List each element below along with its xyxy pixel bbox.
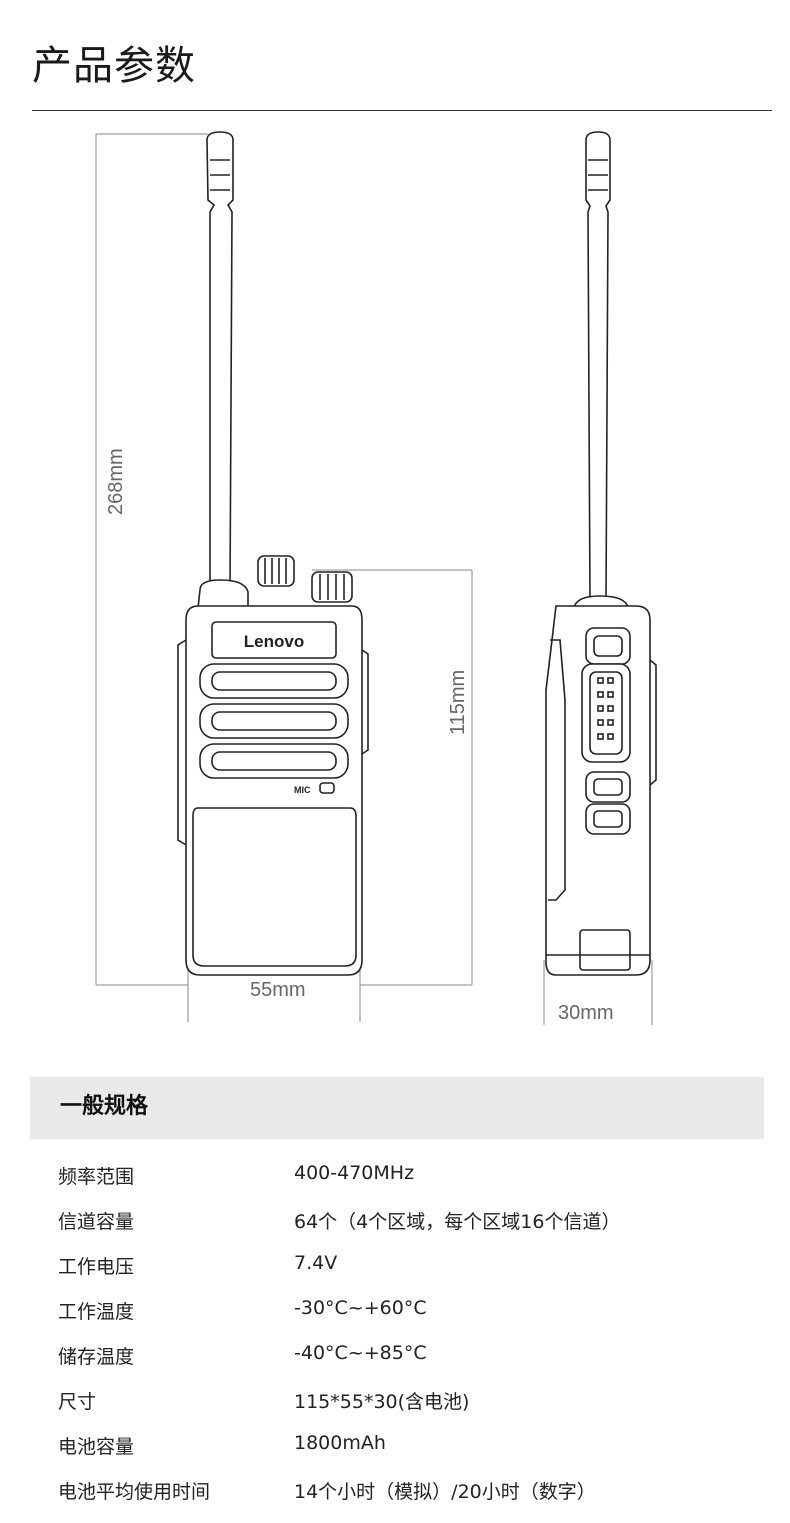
product-dimension-diagram: 268mm 115mm 55mm 30mm Lenovo xyxy=(95,131,657,1025)
spec-label: 信道容量 xyxy=(58,1211,135,1233)
spec-label: 电池平均使用时间 xyxy=(58,1481,211,1503)
spec-row: 储存温度 -40°C~+85°C xyxy=(58,1332,758,1377)
spec-row: 电池平均使用时间 14个小时（模拟）/20小时（数字） xyxy=(58,1467,758,1512)
spec-value: -40°C~+85°C xyxy=(294,1342,427,1364)
spec-value: 1800mAh xyxy=(294,1432,386,1454)
spec-row: 工作电压 7.4V xyxy=(58,1242,758,1287)
spec-label: 储存温度 xyxy=(58,1346,135,1368)
spec-value: -30°C~+60°C xyxy=(294,1297,427,1319)
spec-value: 14个小时（模拟）/20小时（数字） xyxy=(294,1481,596,1503)
spec-row: 电池容量 1800mAh xyxy=(58,1422,758,1467)
spec-label: 电池容量 xyxy=(58,1436,135,1458)
spec-row: 尺寸 115*55*30(含电池) xyxy=(58,1377,758,1422)
spec-row: 频率范围 400-470MHz xyxy=(58,1152,758,1197)
spec-value: 7.4V xyxy=(294,1252,338,1274)
spec-value: 115*55*30(含电池) xyxy=(294,1391,470,1413)
spec-label: 工作电压 xyxy=(58,1256,135,1278)
depth-label: 30mm xyxy=(558,1002,614,1024)
total-height-label: 268mm xyxy=(105,448,127,515)
spec-value: 400-470MHz xyxy=(294,1162,415,1184)
radio-front-view: Lenovo MIC xyxy=(177,131,369,976)
spec-row: 工作温度 -30°C~+60°C xyxy=(58,1287,758,1332)
spec-table: 频率范围 400-470MHz 信道容量 64个（4个区域，每个区域16个信道）… xyxy=(58,1152,758,1512)
spec-row: 信道容量 64个（4个区域，每个区域16个信道） xyxy=(58,1197,758,1242)
general-specs-header: 一般规格 xyxy=(30,1077,764,1139)
dimension-lines-front xyxy=(95,133,653,1025)
section-title: 一般规格 xyxy=(60,1094,149,1119)
title-divider xyxy=(32,110,772,111)
spec-label: 频率范围 xyxy=(58,1166,135,1188)
page-title: 产品参数 xyxy=(32,43,196,89)
radio-side-view xyxy=(545,131,657,976)
spec-value: 64个（4个区域，每个区域16个信道） xyxy=(294,1211,621,1233)
width-label: 55mm xyxy=(250,979,306,1001)
spec-label: 尺寸 xyxy=(58,1391,97,1413)
brand-logo: Lenovo xyxy=(244,632,304,651)
spec-label: 工作温度 xyxy=(58,1301,135,1323)
mic-label: MIC xyxy=(294,785,311,795)
body-height-label: 115mm xyxy=(447,670,469,735)
connector-pins xyxy=(597,677,614,740)
